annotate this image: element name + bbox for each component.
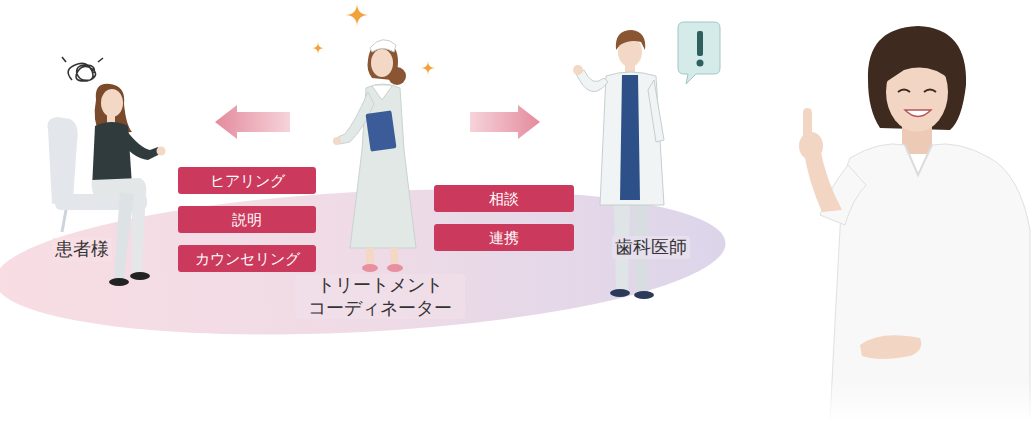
dentist-figure xyxy=(634,291,654,299)
dentist-node: 歯科医師 xyxy=(540,20,705,310)
dentist-figure xyxy=(610,289,630,297)
coordinator-figure xyxy=(333,137,341,145)
tag-text: カウンセリング xyxy=(195,250,300,268)
patient-figure xyxy=(62,210,66,232)
dentist-figure xyxy=(648,80,664,142)
tag-text: 連携 xyxy=(489,229,519,247)
nurse-photo-figure xyxy=(905,145,932,175)
tag-text: 相談 xyxy=(489,190,519,208)
patient-figure xyxy=(157,147,166,156)
patient-figure xyxy=(130,272,150,280)
figure-label: 患者様 xyxy=(52,238,112,261)
patient-figure xyxy=(47,117,77,204)
dentist-figure xyxy=(600,72,664,205)
patient-figure xyxy=(62,57,66,62)
coordinator-figure xyxy=(371,49,393,77)
coordinator-figure xyxy=(365,110,396,151)
role-tag-box: 相談 xyxy=(434,185,574,212)
dentist-figure xyxy=(697,60,704,67)
figure-label: トリートメント コーディネーター xyxy=(295,274,465,319)
coordinator-figure xyxy=(421,61,435,75)
nurse-photo-figure xyxy=(924,90,936,93)
dentist-figure xyxy=(620,75,640,200)
role-tag-box: ヒアリング xyxy=(178,167,316,194)
coordinator-node: トリートメント コーディネーター xyxy=(290,0,470,330)
nurse-photo-figure xyxy=(898,90,910,93)
role-tag-box: 連携 xyxy=(434,224,574,251)
coordinator-figure xyxy=(312,42,324,54)
dentist-figure xyxy=(697,31,703,56)
nurse-photo-figure xyxy=(780,26,1036,422)
block-arrow xyxy=(215,105,290,139)
dentist-figure xyxy=(616,30,645,50)
nurse-photo-figure xyxy=(860,335,921,359)
patient-figure xyxy=(120,130,160,160)
patient-figure xyxy=(132,190,146,272)
patient-figure xyxy=(101,89,123,117)
nurse-photo-figure xyxy=(905,110,931,117)
coordinator-figure xyxy=(312,3,435,272)
patient-figure xyxy=(109,278,129,286)
dentist-figure xyxy=(573,22,720,299)
nurse-photo-figure xyxy=(886,46,950,82)
coordinator-figure xyxy=(370,40,396,52)
coordinator-figure xyxy=(372,86,392,100)
block-arrow xyxy=(470,105,540,139)
tag-text: ヒアリング xyxy=(210,172,285,190)
patient-figure xyxy=(98,58,103,62)
coordinator-figure xyxy=(345,3,369,27)
coordinator-figure xyxy=(387,264,403,272)
tag-text: 説明 xyxy=(232,211,262,229)
role-tag-box: 説明 xyxy=(178,206,316,233)
patient-figure xyxy=(47,57,165,286)
nurse-photo-figure xyxy=(780,380,1036,422)
role-tag-box: カウンセリング xyxy=(178,245,316,272)
coordinator-figure xyxy=(366,248,374,266)
coordinator-figure xyxy=(390,248,398,266)
figure-label: 歯科医師 xyxy=(612,236,690,259)
dentist-figure xyxy=(573,65,583,75)
patient-figure xyxy=(114,192,134,278)
nurse-photo-figure xyxy=(803,108,812,142)
coordinator-figure xyxy=(362,264,378,272)
dentist-figure xyxy=(678,22,720,84)
patient-figure xyxy=(68,63,95,81)
